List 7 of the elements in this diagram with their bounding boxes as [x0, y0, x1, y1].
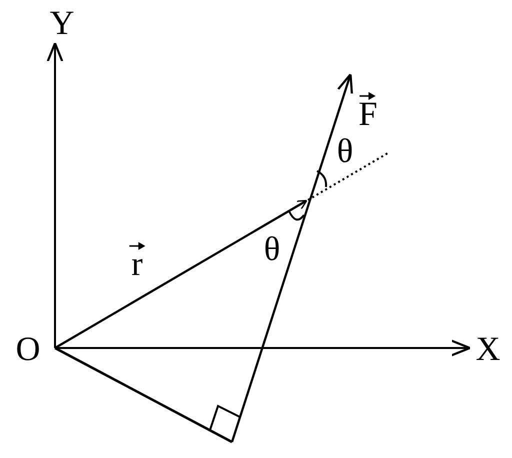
vector-label: F	[358, 96, 378, 133]
axis-label: Y	[50, 7, 74, 41]
angle-label: θ	[336, 135, 354, 169]
origin-label: O	[16, 333, 40, 367]
axis-label: X	[476, 333, 500, 367]
vector-label: r	[131, 246, 143, 283]
angle-label: θ	[264, 233, 280, 267]
